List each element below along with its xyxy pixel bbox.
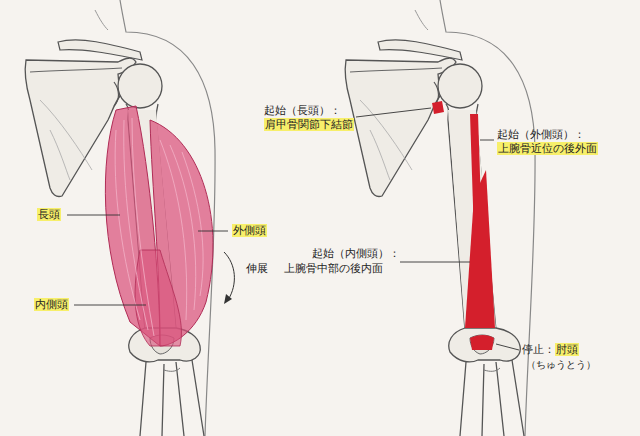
muscle-label: 内側頭 (34, 298, 69, 311)
origin-site: 上腕骨近位の後外面 (497, 142, 598, 155)
muscle-label: 長頭 (37, 208, 61, 221)
reading-label: （ちゅうとう） (526, 358, 596, 371)
bone-figure-left (25, 0, 215, 436)
origin-label: 起始（外側頭）： (497, 128, 585, 141)
origin-site: 上腕骨中部の後内面 (284, 262, 383, 275)
motion-label: 伸展 (246, 262, 268, 275)
origin-site: 肩甲骨関節下結節 (264, 118, 354, 131)
triceps-muscle (105, 106, 213, 346)
origin-label: 起始（長頭）： (264, 104, 341, 117)
extension-arrow (224, 252, 234, 304)
insertion-label: 停止： (522, 343, 555, 356)
origin-label: 起始（内側頭）： (312, 247, 400, 260)
insertion-site: 肘頭 (555, 343, 579, 356)
bone-figure-right (345, 0, 535, 436)
muscle-label: 外側頭 (232, 224, 267, 237)
leader-lines (67, 108, 519, 350)
muscle-attachment-areas (432, 101, 495, 350)
